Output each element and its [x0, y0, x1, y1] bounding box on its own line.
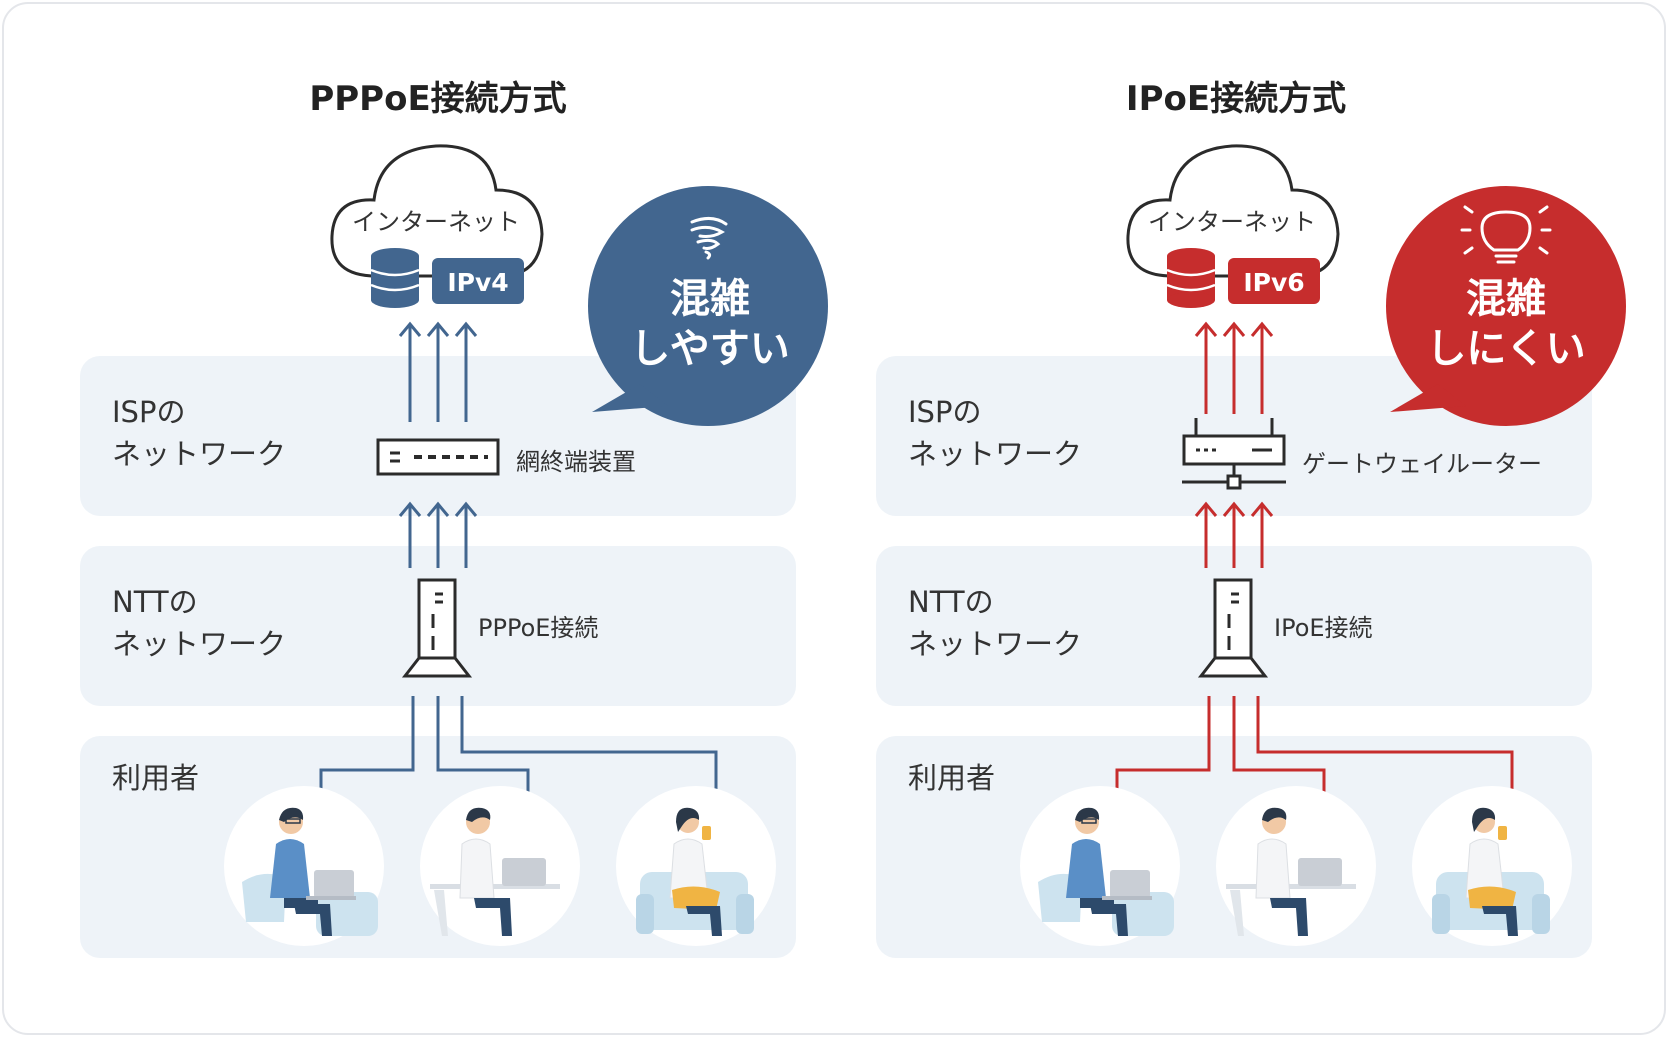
switch-icon: [376, 438, 500, 476]
user-avatar-phone: [1412, 786, 1572, 946]
gateway-router-label: ゲートウェイルーター: [1302, 450, 1542, 478]
internet-label: インターネット: [1148, 208, 1316, 236]
ntt-network-label-2: ネットワーク: [908, 627, 1082, 661]
internet-label: インターネット: [352, 208, 520, 236]
ntt-network-label-1: NTTの: [908, 585, 994, 619]
congestion-bubble: [588, 186, 828, 426]
pppoe-connection-label: PPPoE接続: [478, 614, 598, 642]
database-icon: [370, 248, 420, 308]
ntt-server-icon: [1197, 578, 1269, 678]
congestion-bubble-line2: しやすい: [630, 326, 790, 372]
internet-cloud-icon: [1126, 144, 1340, 278]
ipv4-badge-label: IPv4: [447, 268, 508, 297]
upstream-arrows-middle: [398, 501, 478, 568]
low-congestion-bubble-line2: しにくい: [1426, 326, 1585, 372]
lightbulb-icon: [1460, 205, 1552, 264]
user-avatar-laptop-sofa: [1020, 786, 1180, 946]
ipoe-connection-label: IPoE接続: [1274, 614, 1373, 642]
upstream-arrows-top: [1194, 321, 1274, 414]
ipv4-badge: [432, 258, 524, 304]
ipv6-badge: [1228, 258, 1320, 304]
pppoe-title: PPPoE接続方式: [309, 79, 566, 119]
congestion-bubble-line1: 混雑: [670, 276, 750, 322]
tornado-icon: [690, 217, 728, 260]
ntt-network-label-2: ネットワーク: [112, 627, 286, 661]
user-avatar-desk: [1216, 786, 1376, 946]
users-label: 利用者: [908, 761, 995, 795]
internet-cloud-icon: [330, 144, 544, 278]
ipoe-panel: IPoE接続方式 ISPの ネットワーク NTTの ネットワーク 利用者 インタ…: [876, 79, 1626, 958]
isp-network-label-1: ISPの: [908, 395, 981, 429]
ipoe-title: IPoE接続方式: [1126, 79, 1346, 119]
isp-network-label-2: ネットワーク: [908, 437, 1082, 471]
user-avatar-phone: [616, 786, 776, 946]
pppoe-panel: PPPoE接続方式 ISPの ネットワーク NTTの ネットワーク 利用者 イン…: [80, 79, 828, 958]
isp-network-band: [80, 356, 796, 516]
ntt-network-label-1: NTTの: [112, 585, 198, 619]
user-avatar-laptop-sofa: [224, 786, 384, 946]
low-congestion-bubble-line1: 混雑: [1466, 276, 1546, 322]
isp-network-label-1: ISPの: [112, 395, 185, 429]
database-icon: [1166, 248, 1216, 308]
upstream-arrows-middle: [1194, 501, 1274, 568]
isp-network-label-2: ネットワーク: [112, 437, 286, 471]
users-label: 利用者: [112, 761, 199, 795]
low-congestion-bubble: [1386, 186, 1626, 426]
upstream-arrows-top: [398, 321, 478, 422]
ipv6-badge-label: IPv6: [1243, 268, 1304, 297]
router-icon: [1182, 418, 1286, 490]
user-avatar-desk: [420, 786, 580, 946]
network-termination-label: 網終端装置: [516, 448, 636, 476]
ntt-server-icon: [401, 578, 473, 678]
